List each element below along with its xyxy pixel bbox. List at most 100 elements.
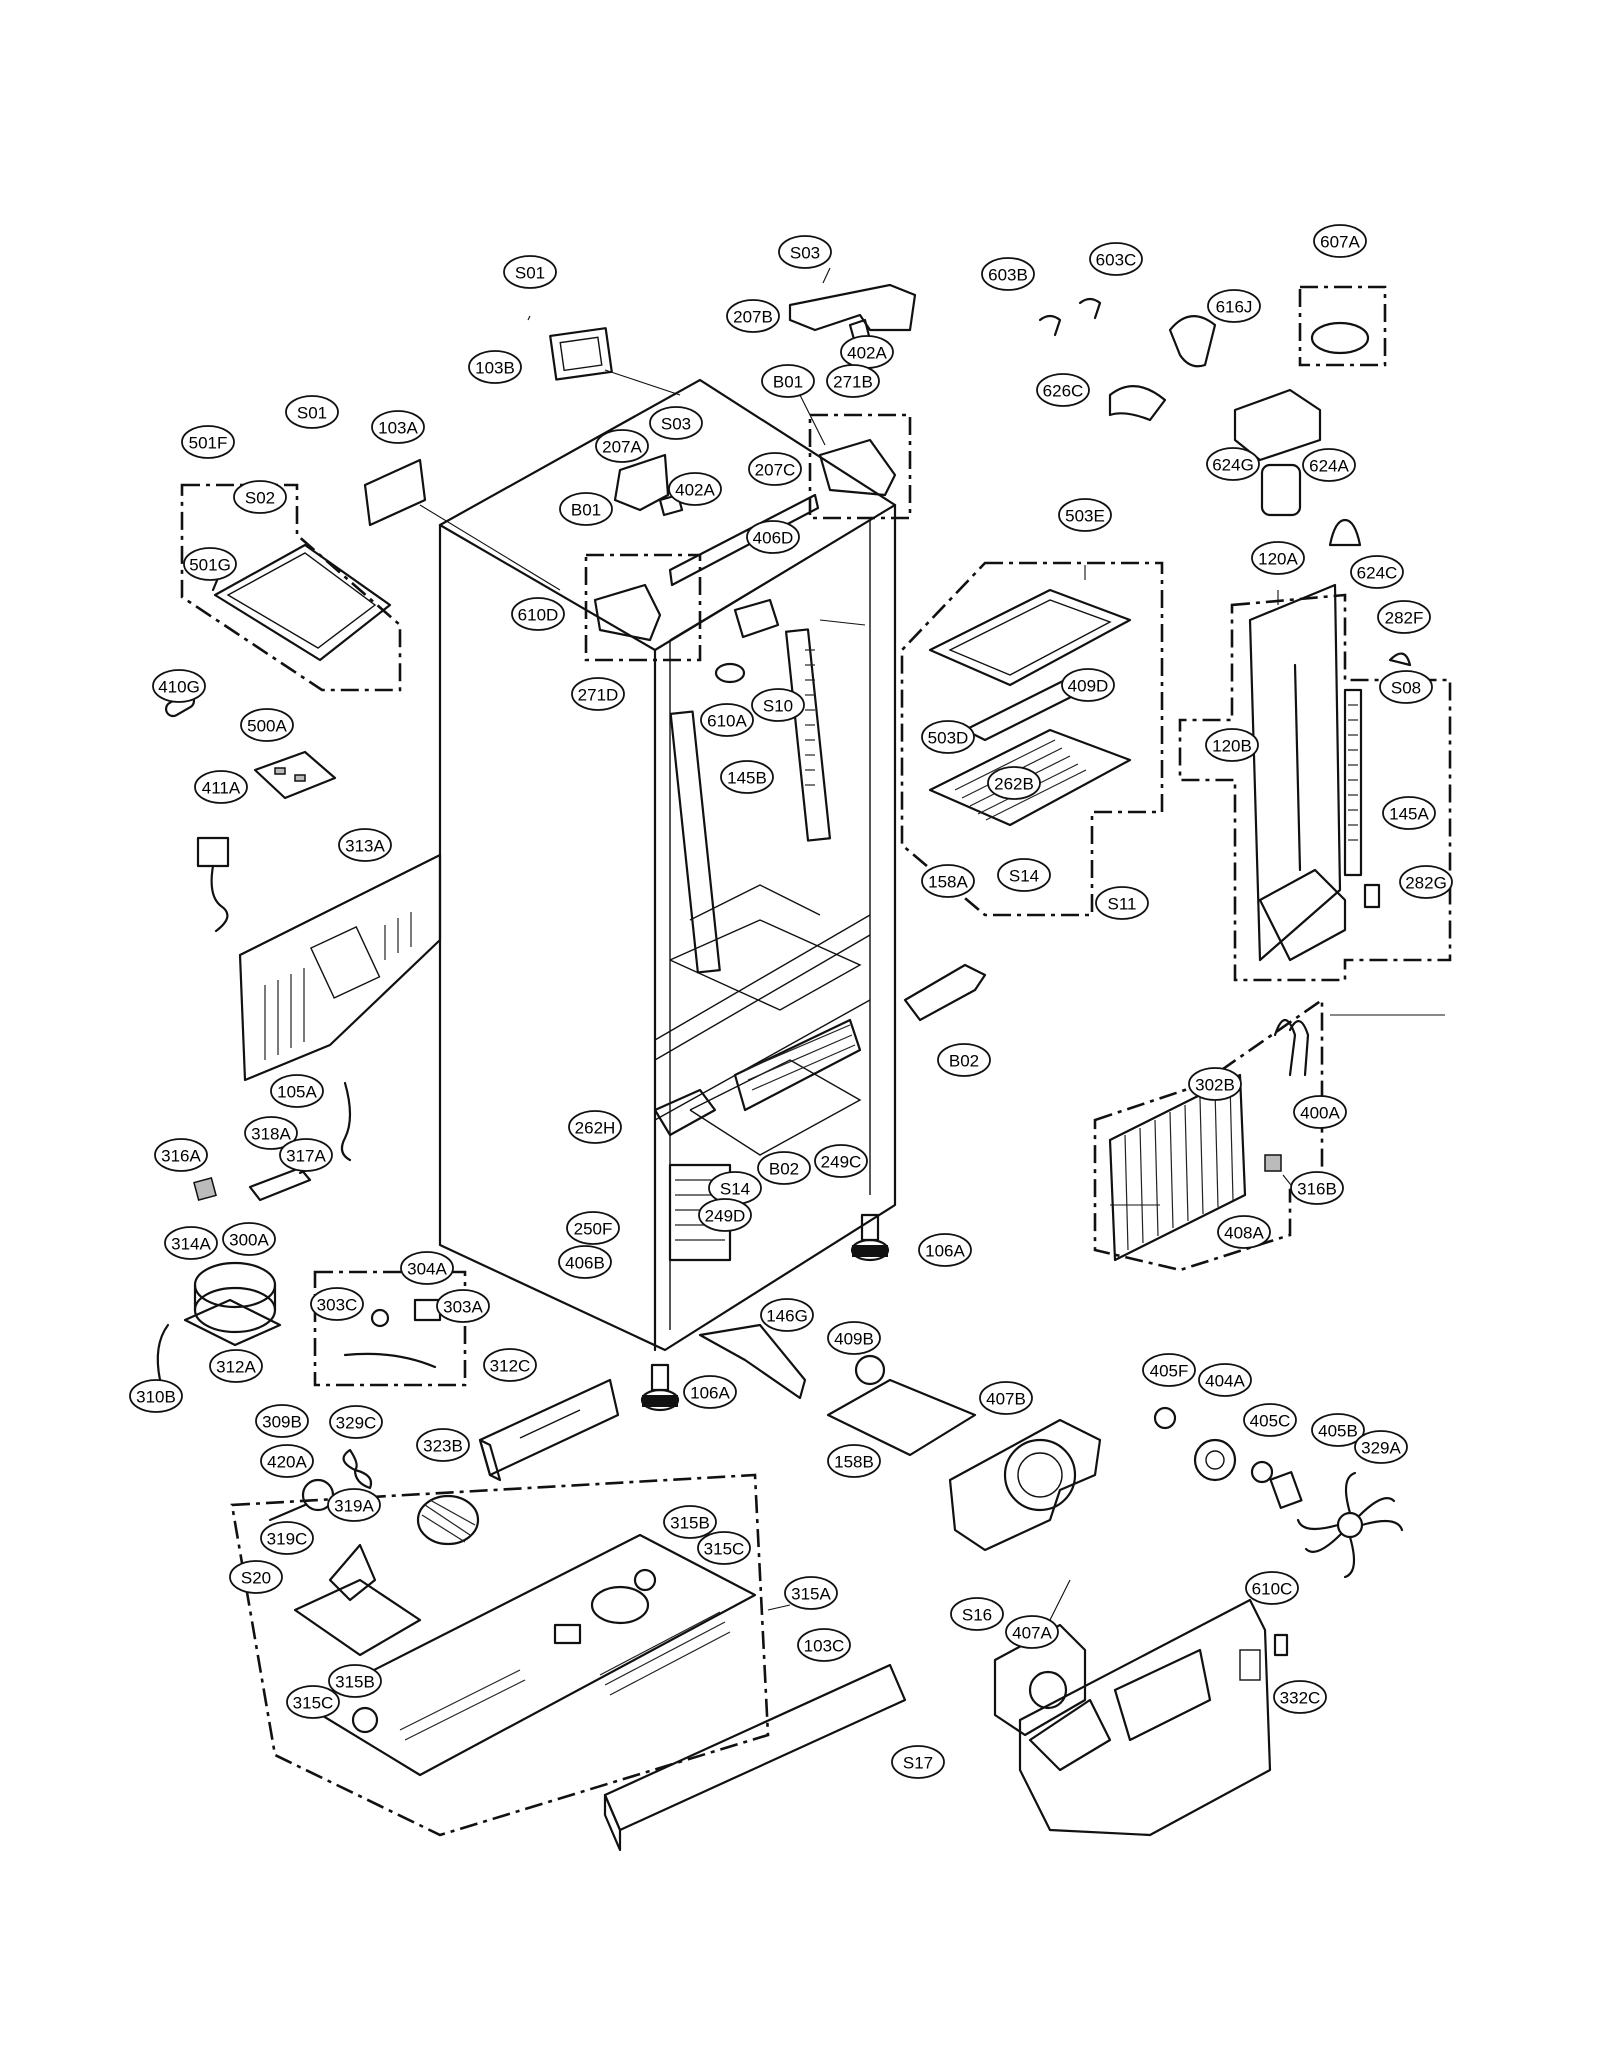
callout-bubble — [338, 828, 392, 862]
callout-b02: B02 — [937, 1043, 991, 1077]
callout-271b: 271B — [826, 364, 880, 398]
callout-label: 603B — [988, 266, 1028, 285]
callout-bubble — [1198, 1363, 1252, 1397]
callout-408a: 408A — [1217, 1215, 1271, 1249]
part-271d-hinge — [593, 583, 662, 642]
callout-bubble — [327, 1488, 381, 1522]
callout-label: 262H — [575, 1119, 616, 1138]
callout-bubble — [751, 688, 805, 722]
callout-label: 315C — [293, 1694, 334, 1713]
callout-120b: 120B — [1205, 728, 1259, 762]
callout-label: 407B — [986, 1390, 1026, 1409]
callout-317a: 317A — [279, 1138, 333, 1172]
callout-bubble — [270, 1074, 324, 1108]
group-501f-outline — [180, 483, 402, 692]
callout-626c: 626C — [1036, 373, 1090, 407]
callout-label: 404A — [1205, 1372, 1245, 1391]
callout-bubble — [987, 766, 1041, 800]
callout-label: 408A — [1224, 1224, 1264, 1243]
callout-label: 503E — [1065, 507, 1105, 526]
callout-207a: 207A — [595, 429, 649, 463]
callout-315c: 315C — [286, 1685, 340, 1719]
callout-label: S03 — [661, 415, 691, 434]
part-603b — [1038, 314, 1062, 337]
callout-label: 105A — [277, 1083, 317, 1102]
callout-label: 250F — [574, 1220, 613, 1239]
callout-329a: 329A — [1354, 1430, 1408, 1464]
callout-409b: 409B — [827, 1321, 881, 1355]
callout-bubble — [558, 1245, 612, 1279]
part-262h — [653, 1088, 717, 1137]
callout-bubble — [194, 770, 248, 804]
callout-label: 411A — [202, 779, 241, 798]
callout-405f: 405F — [1142, 1353, 1196, 1387]
callout-316a: 316A — [154, 1138, 208, 1172]
callout-503e: 503E — [1058, 498, 1112, 532]
callout-bubble — [1061, 668, 1115, 702]
callout-label: 405F — [1150, 1362, 1189, 1381]
callout-249d: 249D — [698, 1198, 752, 1232]
callout-bubble — [129, 1379, 183, 1413]
group-271d-outline — [584, 553, 702, 662]
callout-bubble — [503, 255, 557, 289]
callout-bubble — [436, 1289, 490, 1323]
callout-s14: S14 — [997, 858, 1051, 892]
part-207b — [788, 283, 917, 345]
callout-bubble — [310, 1287, 364, 1321]
callout-label: 405B — [1318, 1422, 1358, 1441]
callout-bubble — [229, 1560, 283, 1594]
callout-405b: 405B — [1311, 1413, 1365, 1447]
callout-label: S10 — [763, 697, 793, 716]
part-405b — [1269, 1471, 1303, 1509]
part-146g — [698, 1323, 807, 1400]
part-607a — [1310, 321, 1370, 355]
callout-bubble — [568, 1110, 622, 1144]
callout-250f: 250F — [566, 1211, 620, 1245]
callout-120a: 120A — [1251, 541, 1305, 575]
callout-s08: S08 — [1379, 670, 1433, 704]
callout-bubble — [1089, 242, 1143, 276]
callout-411a: 411A — [194, 770, 248, 804]
callout-label: 610D — [518, 606, 559, 625]
callout-label: B01 — [571, 501, 601, 520]
callout-bubble — [700, 703, 754, 737]
callout-bubble — [997, 858, 1051, 892]
callout-label: 304A — [407, 1260, 447, 1279]
callout-bubble — [663, 1505, 717, 1539]
callout-207c: 207C — [748, 452, 802, 486]
callout-616j: 616J — [1207, 289, 1261, 323]
part-106a-foot-upper — [850, 1213, 890, 1262]
part-404a-motor — [1193, 1438, 1237, 1482]
callout-label: 314A — [171, 1235, 211, 1254]
callout-bubble — [1273, 1680, 1327, 1714]
callout-s11: S11 — [1095, 886, 1149, 920]
callout-409d: 409D — [1061, 668, 1115, 702]
callout-bubble — [1036, 373, 1090, 407]
callout-282f: 282F — [1377, 600, 1431, 634]
callout-label: 207C — [755, 461, 796, 480]
callout-103b: 103B — [468, 350, 522, 384]
callout-bubble — [921, 720, 975, 754]
callout-bubble — [1095, 886, 1149, 920]
callout-282g: 282G — [1399, 865, 1453, 899]
callout-323b: 323B — [416, 1428, 470, 1462]
callout-262h: 262H — [568, 1110, 622, 1144]
callout-bubble — [483, 1348, 537, 1382]
callout-bubble — [827, 1321, 881, 1355]
callout-label: 103C — [804, 1637, 845, 1656]
callout-bubble — [260, 1444, 314, 1478]
part-207a — [613, 453, 670, 512]
callout-bubble — [1290, 1171, 1344, 1205]
callout-bubble — [566, 1211, 620, 1245]
part-405c — [1250, 1460, 1274, 1484]
callout-bubble — [285, 395, 339, 429]
callout-501f: 501F — [181, 425, 235, 459]
callout-106a: 106A — [683, 1375, 737, 1409]
callout-bubble — [286, 1685, 340, 1719]
group-607a-outline — [1298, 285, 1387, 367]
callout-bubble — [748, 452, 802, 486]
part-407a — [993, 1623, 1087, 1737]
callout-bubble — [183, 547, 237, 581]
refrigerator-cabinet — [438, 378, 897, 1352]
callout-bubble — [1206, 447, 1260, 481]
